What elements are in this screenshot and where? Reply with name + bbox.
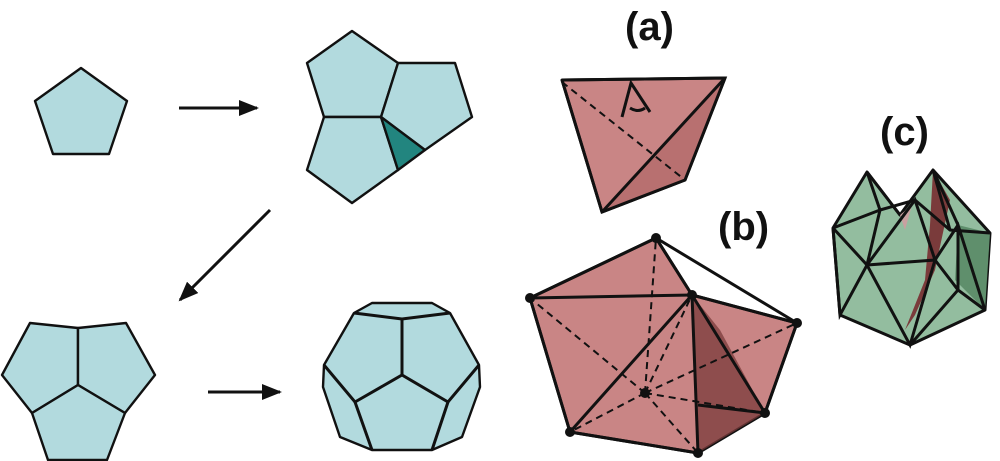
label-c: (c)	[880, 110, 929, 154]
single-pentagon	[33, 66, 129, 156]
label-a: (a)	[625, 5, 674, 49]
arrow-diagonal	[178, 208, 272, 302]
icosahedron-c	[831, 168, 992, 349]
octahedron-a	[560, 76, 728, 214]
gap-triangle	[379, 115, 427, 172]
label-b: (b)	[718, 205, 769, 249]
folded-pentagon-cluster	[0, 321, 157, 461]
three-pentagon-cluster	[305, 29, 474, 205]
dodecahedron	[321, 301, 482, 452]
folded-net-b	[525, 233, 802, 458]
